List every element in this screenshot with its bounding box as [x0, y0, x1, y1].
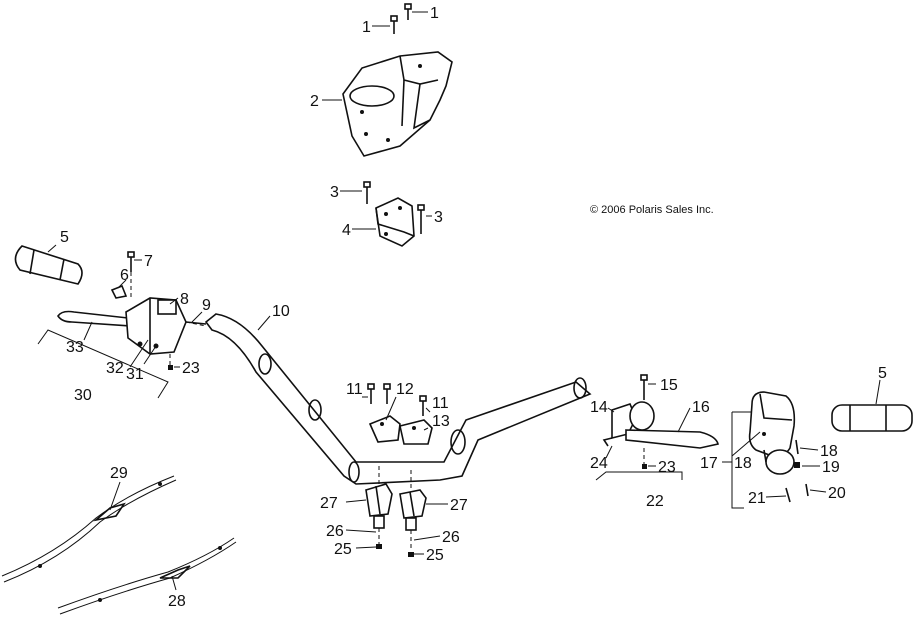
left-master-cylinder	[125, 297, 207, 355]
callout-13: 13	[432, 413, 450, 430]
callout-33: 33	[66, 339, 84, 356]
bolt-3-right	[417, 204, 425, 234]
callout-1-right: 1	[430, 5, 439, 22]
callout-30: 30	[74, 387, 92, 404]
bolt-1-right	[404, 3, 412, 20]
callout-24: 24	[590, 455, 608, 472]
callout-20: 20	[828, 485, 846, 502]
callout-labels: 1 1 2 3 3 4 5 5 6 7 8 9 10 11 11 12 13 1…	[60, 5, 887, 610]
switch-housing-left-12	[368, 415, 401, 443]
callout-21: 21	[748, 490, 766, 507]
callout-23-right: 23	[658, 459, 676, 476]
copyright-text: © 2006 Polaris Sales Inc.	[590, 204, 714, 216]
callout-27-left: 27	[320, 495, 338, 512]
cable-28	[57, 537, 237, 615]
callout-7: 7	[144, 253, 153, 270]
callout-25-right: 25	[426, 547, 444, 564]
callout-14: 14	[590, 399, 608, 416]
callout-31: 31	[126, 366, 144, 383]
callout-11-right: 11	[432, 395, 449, 412]
right-brake-lever	[625, 429, 719, 449]
bolt-7	[127, 251, 135, 272]
bolt-11-left	[367, 383, 391, 404]
screw-20	[805, 483, 809, 497]
cable-29	[1, 475, 177, 583]
callout-22: 22	[646, 493, 664, 510]
screw-23-left	[168, 365, 173, 370]
screw-18	[763, 439, 799, 463]
callout-5-left: 5	[60, 229, 69, 246]
group-bracket-22	[595, 471, 683, 481]
callout-12: 12	[396, 381, 414, 398]
callout-26-left: 26	[326, 523, 344, 540]
screw-21	[785, 487, 791, 503]
left-brake-lever	[57, 310, 132, 327]
callout-8: 8	[180, 291, 189, 308]
callout-18-left: 18	[734, 455, 752, 472]
callout-25-left: 25	[334, 541, 352, 558]
callout-3-left: 3	[330, 184, 339, 201]
callout-17: 17	[700, 455, 718, 472]
callout-1-left: 1	[362, 19, 371, 36]
callout-29: 29	[110, 465, 128, 482]
handlebar	[204, 313, 592, 485]
callout-5-right: 5	[878, 365, 887, 382]
group-bracket-30	[37, 329, 169, 399]
screw-19	[794, 462, 800, 468]
callout-15: 15	[660, 377, 678, 394]
riser-block-right-27	[399, 489, 427, 531]
callout-11-left: 11	[346, 381, 363, 398]
callout-23-left: 23	[182, 360, 200, 377]
callout-28: 28	[168, 593, 186, 610]
right-switch-housing	[748, 391, 796, 475]
bolt-15	[640, 374, 648, 400]
callout-19: 19	[822, 459, 840, 476]
nut-25-right	[408, 552, 414, 557]
bracket-plate	[375, 197, 415, 247]
group-bracket-17	[722, 411, 761, 509]
callout-26-right: 26	[442, 529, 460, 546]
callout-16: 16	[692, 399, 710, 416]
callout-27-right: 27	[450, 497, 468, 514]
callout-32: 32	[106, 360, 124, 377]
dash-9-left	[185, 321, 207, 327]
callout-10: 10	[272, 303, 290, 320]
callout-4: 4	[342, 222, 351, 239]
callout-6: 6	[120, 267, 129, 284]
leader-lines	[47, 11, 881, 591]
bolt-1-left	[390, 15, 398, 34]
callout-3-right: 3	[434, 209, 443, 226]
left-grip	[14, 245, 83, 285]
riser-block-left-27	[365, 483, 393, 529]
right-grip	[831, 404, 913, 432]
callout-9: 9	[202, 297, 211, 314]
bolt-11-right	[419, 395, 427, 416]
callout-2: 2	[310, 93, 319, 110]
callout-18-right: 18	[820, 443, 838, 460]
left-switch-small	[110, 284, 128, 299]
bolt-3-left	[363, 181, 371, 204]
handlebar-clamp	[342, 51, 453, 157]
screw-23-right	[642, 464, 647, 469]
nut-25-left	[376, 544, 382, 549]
switch-housing-right-13	[399, 419, 433, 445]
